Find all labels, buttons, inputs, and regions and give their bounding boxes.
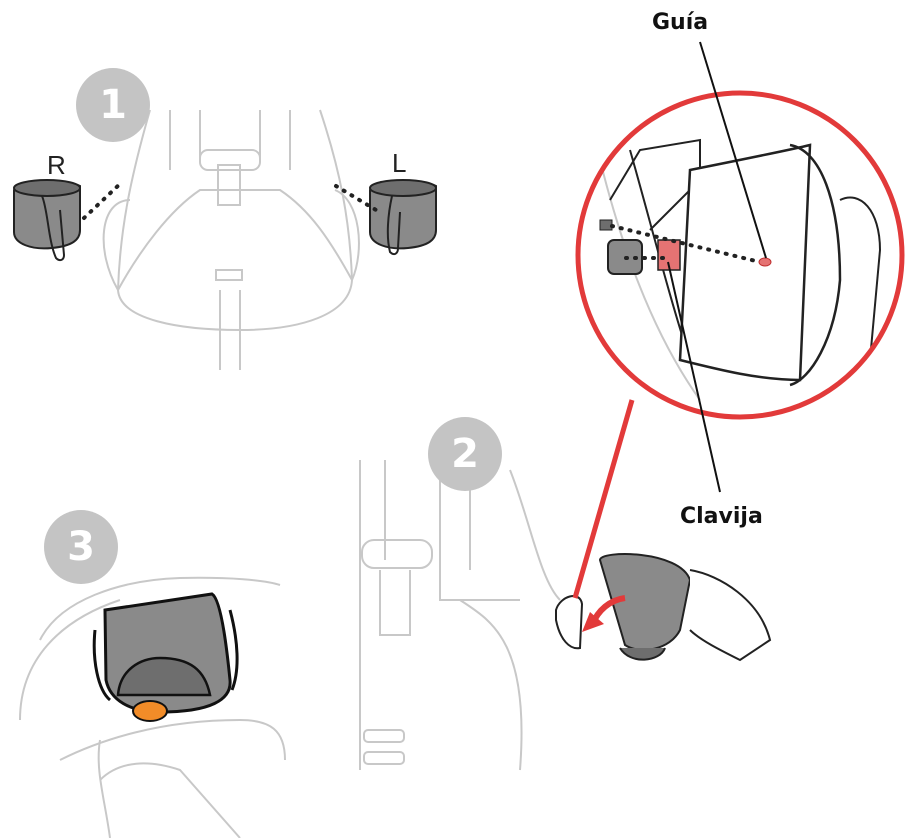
installed-cup bbox=[94, 594, 237, 721]
seat-attachment-point bbox=[556, 596, 582, 648]
guide-callout-label: Guía bbox=[652, 10, 708, 35]
step-1-badge: 1 bbox=[76, 68, 150, 142]
release-button bbox=[133, 701, 167, 721]
zoom-detail bbox=[570, 90, 910, 420]
right-side-label: R bbox=[47, 150, 66, 181]
step-3-badge: 3 bbox=[44, 510, 118, 584]
left-side-label: L bbox=[392, 148, 406, 179]
cup-left-side bbox=[370, 180, 436, 254]
seat-side-view bbox=[360, 460, 560, 770]
step-2-badge: 2 bbox=[428, 417, 502, 491]
seat-front-view bbox=[104, 110, 359, 370]
cup-being-attached bbox=[600, 554, 770, 660]
pin-callout-label: Clavija bbox=[680, 504, 763, 529]
cup-right-side bbox=[14, 180, 80, 260]
dotted-guide-right bbox=[84, 182, 122, 218]
